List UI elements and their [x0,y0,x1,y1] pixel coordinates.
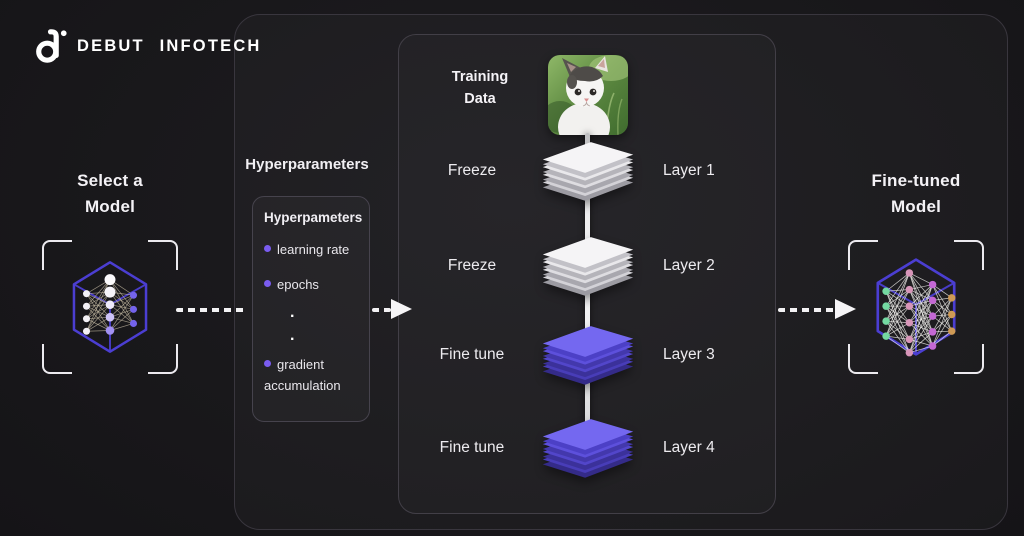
frame-corner-icon [148,240,178,270]
layers-panel [398,34,776,514]
frame-corner-icon [954,344,984,374]
frame-corner-icon [848,240,878,270]
ellipsis-dot: · [290,330,296,348]
list-item: epochs [264,275,359,295]
white-layer-stack-icon [538,137,638,205]
ellipsis-dot: · [290,308,296,326]
frame-corner-icon [42,240,72,270]
layer-action-label: Freeze [447,162,497,179]
layer-name-label: Layer 3 [663,346,715,363]
layer-name-label: Layer 4 [663,439,715,456]
dashed-arrow-icon [778,308,835,312]
select-model-frame [42,240,178,374]
finetuned-model-title-line2: Model [890,197,942,217]
finetuned-neural-cube-icon [876,258,956,357]
select-model-title-line1: Select a [77,171,143,190]
dashed-arrow-icon [372,308,391,312]
hyperparameters-heading: Hyperparameters [245,156,369,173]
layer-action-label: Freeze [447,257,497,274]
white-layer-stack-icon [538,232,638,300]
brand-name: DEBUT INFOTECH [77,36,262,55]
pipeline-panel [234,14,1008,530]
list-item-label: epochs [277,277,319,293]
training-data-line2: Data [464,91,496,108]
layer-action-label: Fine tune [439,346,505,363]
kitten-photo-image [548,55,628,135]
neural-cube-icon [72,261,148,353]
layer-name-label: Layer 2 [663,257,715,274]
frame-corner-icon [148,344,178,374]
dashed-arrow-icon [176,308,248,312]
arrowhead-icon [391,299,412,319]
purple-layer-stack-icon [538,414,638,482]
training-data-label: Training Data [434,66,526,111]
bullet-dot-icon [264,245,271,252]
list-item: gradient accumulation [264,355,359,395]
finetuned-model-frame [848,240,984,374]
list-item-label: gradient accumulation [264,357,341,393]
frame-corner-icon [848,344,878,374]
list-item-label: learning rate [277,242,350,257]
training-data-line1: Training [451,69,509,85]
bullet-dot-icon [264,280,271,288]
list-item: learning rate [264,240,359,260]
finetuned-model-title-line1: Fine-tuned [871,171,961,190]
hyperparameters-box: Hyperpameters learning rate epochs · · g… [252,196,370,422]
layer-action-label: Fine tune [439,439,505,456]
kitten-photo [548,55,628,135]
brand-logo: DEBUT INFOTECH [34,26,262,66]
hyperparameters-box-title: Hyperpameters [264,210,363,225]
arrowhead-icon [835,299,856,319]
select-model-title-line2: Model [84,197,136,217]
select-model-title: Select a Model [40,168,180,221]
finetuned-model-title: Fine-tuned Model [846,168,986,221]
frame-corner-icon [42,344,72,374]
frame-corner-icon [954,240,984,270]
layer-name-label: Layer 1 [663,162,715,179]
debut-infotech-logo-icon [36,29,67,63]
bullet-dot-icon [264,360,271,368]
hyperparameters-list: learning rate epochs · · gradient accumu… [264,240,359,396]
purple-layer-stack-icon [538,321,638,389]
